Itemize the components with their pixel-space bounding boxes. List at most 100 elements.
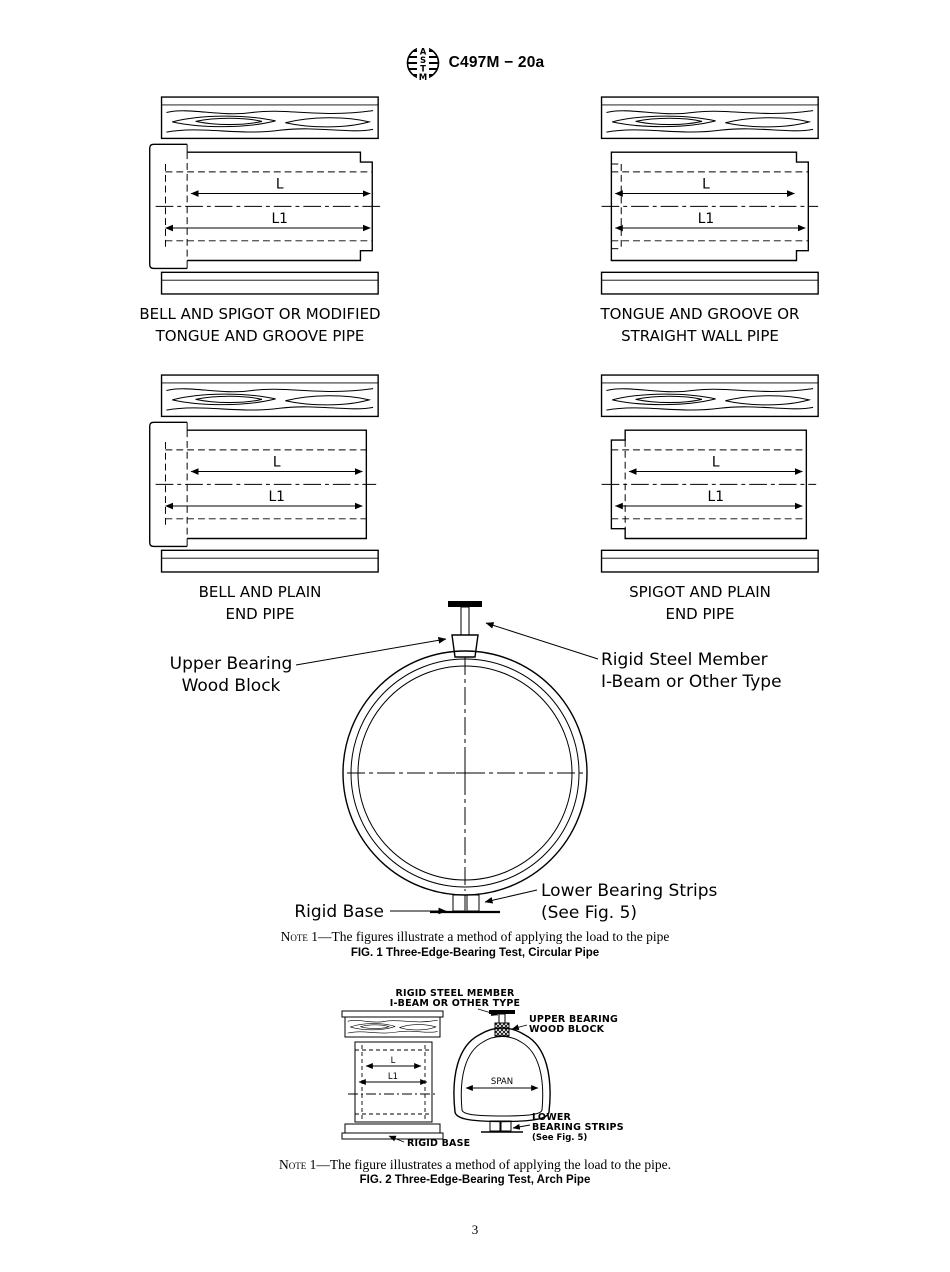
dim-label-l: L bbox=[276, 177, 284, 193]
upper-bearing-label: WOOD BLOCK bbox=[529, 1024, 605, 1035]
rigid-base-label: Rigid Base bbox=[294, 902, 384, 922]
caption-line: BELL AND SPIGOT OR MODIFIED bbox=[139, 305, 381, 323]
upper-bearing-block bbox=[600, 96, 819, 140]
span-label: SPAN bbox=[491, 1077, 513, 1087]
lower-bearing-strips bbox=[452, 894, 480, 912]
note-label: Note 1 bbox=[280, 929, 319, 944]
caption-line: BELL AND PLAIN bbox=[198, 583, 322, 602]
groove-end bbox=[611, 163, 622, 250]
upper-bearing-label: Upper Bearing bbox=[170, 654, 293, 674]
leader-upper-bearing bbox=[295, 636, 447, 666]
dimension-l1: L1 bbox=[165, 489, 363, 510]
dim-label-l: L bbox=[702, 177, 710, 193]
pipe-barrel bbox=[610, 429, 808, 540]
fig1-caption: FIG. 1 Three-Edge-Bearing Test, Circular… bbox=[350, 947, 600, 959]
dim-label-l1: L1 bbox=[388, 1072, 398, 1082]
fig2-caption: FIG. 2 Three-Edge-Bearing Test, Arch Pip… bbox=[359, 1174, 591, 1186]
three-edge-bearing-arch-drawing: RIGID STEEL MEMBER I-BEAM OR OTHER TYPE … bbox=[341, 988, 624, 1149]
note-label: Note 1 bbox=[278, 1157, 317, 1172]
lower-bearing-block bbox=[600, 549, 819, 573]
spigot-plain-drawing: L L1 bbox=[600, 374, 819, 573]
lower-bearing-block bbox=[160, 271, 379, 295]
bell-plain-drawing: L L1 bbox=[149, 374, 379, 573]
figure-spigot-plain: L L1 SPIGOT AND PLAIN END PIPE bbox=[480, 373, 920, 625]
arch-pipe-side-view: L L1 bbox=[341, 1010, 444, 1140]
dim-label-l1: L1 bbox=[271, 211, 287, 227]
dim-label-l1: L1 bbox=[698, 211, 714, 227]
standard-designation: C497M − 20a bbox=[448, 54, 545, 71]
caption-line: STRAIGHT WALL PIPE bbox=[621, 327, 779, 346]
rigid-steel-label: I-Beam or Other Type bbox=[601, 672, 782, 692]
upper-bearing-label: Wood Block bbox=[182, 676, 281, 696]
pipe-barrel bbox=[610, 151, 809, 262]
lower-bearing-block bbox=[160, 549, 379, 573]
dimension-l1: L1 bbox=[614, 211, 806, 232]
note-text: —The figures illustrate a method of appl… bbox=[318, 929, 670, 944]
upper-bearing-block bbox=[600, 374, 819, 418]
figure-bell-spigot: L L1 BELL AND SPIGOT OR MODIFIED TONGUE … bbox=[40, 95, 480, 347]
dim-label-l: L bbox=[712, 455, 720, 471]
upper-bearing-label: UPPER BEARING bbox=[529, 1014, 618, 1025]
i-beam bbox=[448, 601, 482, 636]
rigid-steel-label: I-BEAM OR OTHER TYPE bbox=[390, 998, 520, 1009]
logo-letter: S bbox=[420, 56, 426, 66]
tongue-groove-drawing: L L1 bbox=[600, 96, 819, 295]
bell-spigot-drawing: L L1 bbox=[149, 96, 381, 295]
lower-bearing-label: (See Fig. 5) bbox=[532, 1133, 587, 1143]
caption-line: END PIPE bbox=[225, 605, 295, 624]
dimension-l: L bbox=[190, 455, 363, 475]
lower-bearing-strips bbox=[489, 1120, 512, 1132]
dim-label-l1: L1 bbox=[708, 489, 724, 505]
three-edge-bearing-circular-drawing: Upper Bearing Wood Block Rigid Steel Mem… bbox=[170, 601, 782, 923]
leader-lower-bearing bbox=[512, 1123, 531, 1130]
caption-line: TONGUE AND GROOVE OR bbox=[600, 305, 800, 323]
leader-rigid-steel bbox=[485, 622, 599, 660]
page-header: A S T M C497M − 20a bbox=[0, 44, 950, 82]
i-beam bbox=[489, 1010, 515, 1024]
lower-bearing-label: LOWER bbox=[532, 1112, 572, 1123]
rigid-steel-label: RIGID STEEL MEMBER bbox=[395, 988, 515, 999]
dim-label-l1: L1 bbox=[269, 489, 285, 505]
figure-bell-plain: L L1 BELL AND PLAIN END PIPE bbox=[40, 373, 480, 625]
figure-caption: TONGUE AND GROOVE OR STRAIGHT WALL PIPE bbox=[601, 303, 800, 347]
lower-bearing-block bbox=[600, 271, 819, 295]
leader-rigid-base bbox=[388, 1135, 405, 1143]
dimension-l: L bbox=[190, 177, 371, 197]
lower-bearing-label: (See Fig. 5) bbox=[541, 903, 637, 923]
fig1-note: Note 1—The figures illustrate a method o… bbox=[0, 929, 950, 945]
figure-caption: BELL AND PLAIN END PIPE bbox=[199, 581, 322, 625]
upper-bearing-block bbox=[160, 374, 379, 418]
dimension-l1: L1 bbox=[614, 489, 803, 510]
dimension-l1: L1 bbox=[165, 211, 371, 232]
lower-bearing-label: Lower Bearing Strips bbox=[541, 881, 718, 901]
rigid-steel-label: Rigid Steel Member bbox=[601, 650, 768, 670]
dimension-l: L bbox=[614, 177, 795, 197]
dim-label-l: L bbox=[391, 1056, 396, 1066]
logo-letter: T bbox=[420, 65, 426, 75]
caption-line: END PIPE bbox=[665, 605, 735, 624]
logo-letter-band bbox=[416, 46, 429, 80]
caption-line: SPIGOT AND PLAIN bbox=[629, 583, 771, 602]
rigid-base-label: RIGID BASE bbox=[407, 1138, 470, 1149]
note-text: —The figure illustrates a method of appl… bbox=[316, 1157, 672, 1172]
upper-wood-block bbox=[451, 634, 479, 658]
leader-lower-bearing bbox=[484, 889, 538, 904]
page-number: 3 bbox=[471, 1222, 479, 1237]
lower-bearing-label: BEARING STRIPS bbox=[532, 1122, 624, 1133]
pipe-type-figures: L L1 BELL AND SPIGOT OR MODIFIED TONGUE … bbox=[40, 95, 920, 625]
figure-caption: SPIGOT AND PLAIN END PIPE bbox=[629, 581, 771, 625]
figure-caption: BELL AND SPIGOT OR MODIFIED TONGUE AND G… bbox=[139, 303, 380, 347]
astm-logo: A S T M bbox=[406, 46, 439, 82]
pipe-barrel bbox=[354, 1041, 433, 1123]
arch-pipe-cross-section bbox=[453, 1027, 551, 1123]
leader-upper-bearing bbox=[511, 1024, 528, 1031]
logo-letter: M bbox=[418, 73, 426, 82]
upper-bearing-block bbox=[160, 96, 379, 140]
upper-wood-block bbox=[494, 1022, 510, 1037]
logo-letter: A bbox=[419, 48, 426, 58]
dimension-l: L bbox=[628, 455, 803, 475]
dim-label-l: L bbox=[273, 455, 281, 471]
figure-tongue-groove: L L1 TONGUE AND GROOVE OR STRAIGHT WALL … bbox=[480, 95, 920, 347]
caption-line: TONGUE AND GROOVE PIPE bbox=[155, 327, 365, 346]
